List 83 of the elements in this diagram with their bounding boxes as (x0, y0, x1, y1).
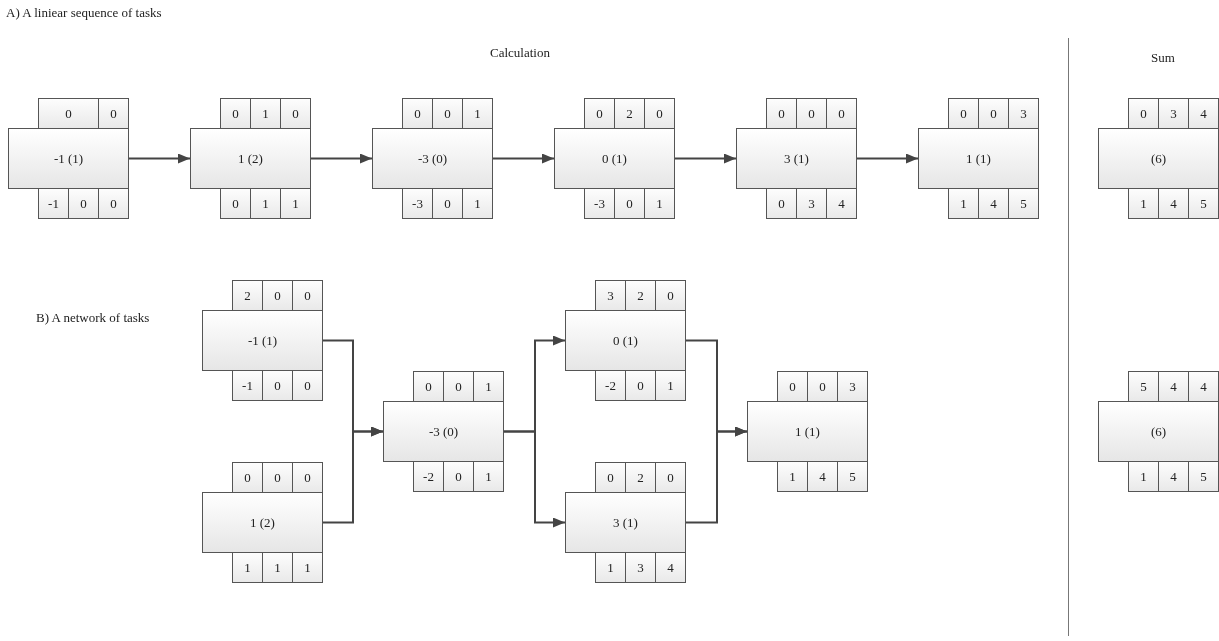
value-cell: 1 (292, 552, 323, 583)
value-cell: 0 (655, 280, 686, 311)
task-box: 0 (1) (554, 128, 675, 189)
value-cell: 0 (98, 188, 129, 219)
value-cell: 4 (807, 461, 838, 492)
value-cell: 1 (777, 461, 808, 492)
value-cell: 5 (1188, 188, 1219, 219)
value-cell: 0 (432, 188, 463, 219)
value-cell: 1 (948, 188, 979, 219)
arrow (310, 153, 373, 164)
value-cell: 3 (625, 552, 656, 583)
value-cell: 1 (473, 371, 504, 402)
task-box: 1 (1) (918, 128, 1039, 189)
task-box: -3 (0) (383, 401, 504, 462)
value-cell: 0 (292, 462, 323, 493)
value-cell: 0 (614, 188, 645, 219)
value-cell: 1 (232, 552, 263, 583)
value-cell: 4 (655, 552, 686, 583)
value-cell: 0 (220, 188, 251, 219)
value-cell: 1 (462, 98, 493, 129)
value-cell: -3 (402, 188, 433, 219)
value-cell: 0 (655, 462, 686, 493)
column-heading: Sum (1151, 50, 1175, 66)
value-cell: 3 (1008, 98, 1039, 129)
section-heading: A) A liniear sequence of tasks (6, 5, 162, 21)
value-cell: 1 (1128, 188, 1159, 219)
arrow (503, 430, 566, 528)
task-box: 3 (1) (736, 128, 857, 189)
arrow (128, 153, 191, 164)
value-cell: 1 (1128, 461, 1159, 492)
task-box: -3 (0) (372, 128, 493, 189)
arrow (492, 153, 555, 164)
value-cell: 1 (644, 188, 675, 219)
value-cell: 1 (655, 370, 686, 401)
value-cell: 5 (837, 461, 868, 492)
arrow (674, 153, 737, 164)
arrow (322, 426, 384, 524)
task-box: -1 (1) (8, 128, 129, 189)
value-cell: 4 (1158, 461, 1189, 492)
task-box: (6) (1098, 401, 1219, 462)
task-box: 1 (2) (190, 128, 311, 189)
value-cell: -2 (413, 461, 444, 492)
value-cell: 0 (826, 98, 857, 129)
task-box: (6) (1098, 128, 1219, 189)
value-cell: 5 (1188, 461, 1219, 492)
value-cell: 0 (766, 188, 797, 219)
value-cell: 4 (978, 188, 1009, 219)
arrow (856, 153, 919, 164)
arrow (685, 426, 748, 524)
value-cell: 1 (462, 188, 493, 219)
value-cell: 0 (292, 370, 323, 401)
value-cell: -1 (38, 188, 69, 219)
value-cell: 4 (826, 188, 857, 219)
task-box: 1 (2) (202, 492, 323, 553)
value-cell: 0 (644, 98, 675, 129)
value-cell: 0 (68, 188, 99, 219)
value-cell: 0 (280, 98, 311, 129)
value-cell: 5 (1008, 188, 1039, 219)
value-cell: 1 (473, 461, 504, 492)
task-box: 3 (1) (565, 492, 686, 553)
value-cell: 0 (262, 370, 293, 401)
section-heading: B) A network of tasks (36, 310, 150, 326)
value-cell: -1 (232, 370, 263, 401)
task-box: 1 (1) (747, 401, 868, 462)
value-cell: 1 (280, 188, 311, 219)
value-cell: 4 (1188, 98, 1219, 129)
value-cell: 0 (625, 370, 656, 401)
value-cell: 4 (1158, 188, 1189, 219)
value-cell: 0 (443, 461, 474, 492)
task-box: -1 (1) (202, 310, 323, 371)
value-cell: 3 (796, 188, 827, 219)
value-cell: 3 (837, 371, 868, 402)
value-cell: 1 (250, 188, 281, 219)
value-cell: 1 (595, 552, 626, 583)
value-cell: 0 (38, 98, 99, 129)
column-heading: Calculation (490, 45, 550, 61)
value-cell: 0 (98, 98, 129, 129)
task-box: 0 (1) (565, 310, 686, 371)
value-cell: 4 (1188, 371, 1219, 402)
value-cell: 1 (262, 552, 293, 583)
value-cell: -2 (595, 370, 626, 401)
value-cell: 0 (292, 280, 323, 311)
value-cell: -3 (584, 188, 615, 219)
